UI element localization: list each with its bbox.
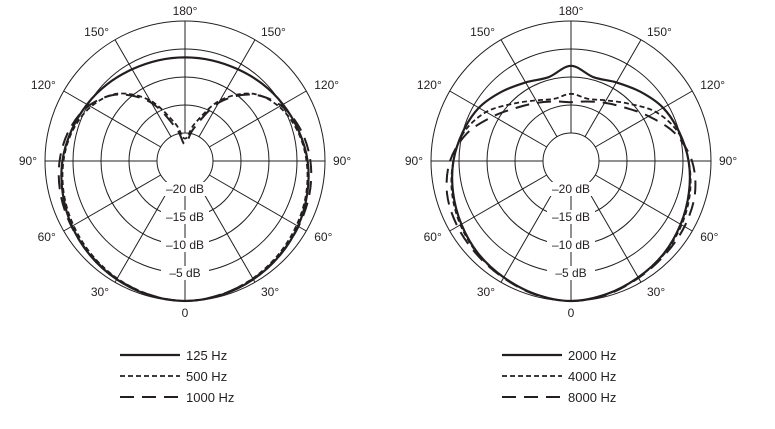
- ring-label-bg: [161, 238, 209, 252]
- grid-spoke: [114, 184, 172, 283]
- angle-label: 30°: [91, 285, 109, 299]
- grid-spoke: [594, 90, 693, 148]
- legend-label: 8000 Hz: [568, 390, 616, 405]
- angle-label: 180°: [173, 4, 198, 18]
- angle-label: 90°: [719, 154, 737, 168]
- grid-spoke: [63, 90, 162, 148]
- angle-label: 90°: [333, 154, 351, 168]
- ring-label-bg: [161, 266, 209, 280]
- ring-label-bg: [547, 238, 595, 252]
- ring-label-bg: [547, 182, 595, 196]
- angle-label: 120°: [417, 78, 442, 92]
- series-line-2000-hz: [451, 64, 691, 303]
- legend-label: 2000 Hz: [568, 348, 616, 363]
- grid-spoke: [208, 174, 307, 232]
- angle-label: 30°: [261, 285, 279, 299]
- angle-label: 30°: [647, 285, 665, 299]
- grid-spoke: [63, 174, 162, 232]
- legend-label: 4000 Hz: [568, 369, 616, 384]
- series-line-8000-hz: [445, 100, 697, 302]
- ring-label: –15 dB: [166, 210, 204, 224]
- angle-label: 180°: [559, 4, 584, 18]
- angle-label: 150°: [261, 25, 286, 39]
- grid-spoke: [500, 184, 558, 283]
- grid-spoke: [584, 184, 642, 283]
- grid-spoke: [198, 39, 256, 138]
- series-line-1000-hz: [57, 93, 313, 302]
- grid-spoke: [198, 184, 256, 283]
- ring-label: –20 dB: [166, 182, 204, 196]
- grid-spoke: [114, 39, 172, 138]
- ring-label: –5 dB: [555, 266, 586, 280]
- ring-label-bg: [161, 210, 209, 224]
- legend-label: 500 Hz: [186, 369, 227, 384]
- angle-label: 60°: [38, 230, 56, 244]
- angle-label: 120°: [700, 78, 725, 92]
- angle-label: 30°: [477, 285, 495, 299]
- angle-label: 60°: [314, 230, 332, 244]
- angle-label: 60°: [424, 230, 442, 244]
- polar-chart-1: 180° 150° 150° 120° 120° 90° 90° 60° 60° 30° 30° 0 –…: [19, 4, 352, 405]
- grid-spoke: [449, 174, 548, 232]
- angle-label: 0: [568, 306, 575, 320]
- grid-spoke: [500, 39, 558, 138]
- ring-label: –5 dB: [169, 266, 200, 280]
- angle-label: 90°: [19, 154, 37, 168]
- ring-label: –10 dB: [552, 238, 590, 252]
- grid-ring: [156, 132, 214, 190]
- ring-label: –15 dB: [552, 210, 590, 224]
- legend-label: 1000 Hz: [186, 390, 234, 405]
- angle-label: 60°: [700, 230, 718, 244]
- angle-label: 0: [182, 306, 189, 320]
- legend-label: 125 Hz: [186, 348, 227, 363]
- ring-label-bg: [547, 266, 595, 280]
- angle-label: 120°: [31, 78, 56, 92]
- angle-label: 150°: [647, 25, 672, 39]
- ring-label: –10 dB: [166, 238, 204, 252]
- polar-chart-2: 180° 150° 150° 120° 120° 90° 90° 60° 60° 30° 30° 0 –…: [405, 4, 738, 405]
- ring-label-bg: [547, 210, 595, 224]
- grid-spoke: [594, 174, 693, 232]
- grid-spoke: [208, 90, 307, 148]
- angle-label: 150°: [470, 25, 495, 39]
- angle-label: 90°: [405, 154, 423, 168]
- grid-spoke: [449, 90, 548, 148]
- ring-label: –20 dB: [552, 182, 590, 196]
- angle-label: 120°: [314, 78, 339, 92]
- series-line-4000-hz: [450, 92, 692, 302]
- series-line-500-hz: [61, 92, 309, 302]
- grid-spoke: [584, 39, 642, 138]
- ring-label-bg: [161, 182, 209, 196]
- grid-ring: [542, 132, 600, 190]
- angle-label: 150°: [84, 25, 109, 39]
